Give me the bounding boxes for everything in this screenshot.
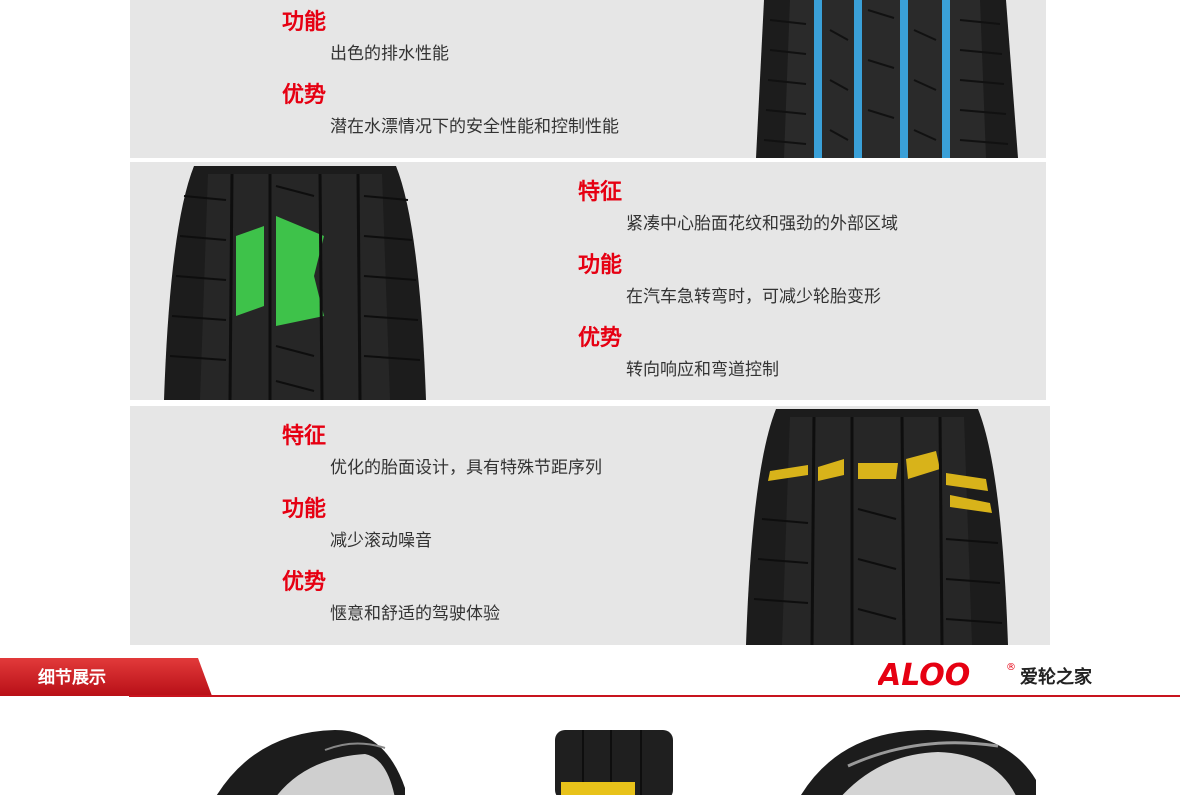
section-text: 减少滚动噪音 — [330, 531, 432, 551]
section-heading: 功能 — [578, 253, 623, 278]
section-text: 转向响应和弯道控制 — [626, 360, 779, 380]
section-text: 在汽车急转弯时，可减少轮胎变形 — [626, 287, 881, 307]
section-heading: 特征 — [578, 180, 623, 205]
tire-thumbnails-row — [0, 700, 1180, 795]
section-text: 出色的排水性能 — [330, 44, 449, 64]
tire-thumbnail — [801, 730, 1036, 795]
section-text: 潜在水漂情况下的安全性能和控制性能 — [330, 117, 619, 137]
feature-panel-drainage: 功能 出色的排水性能 优势 潜在水漂情况下的安全性能和控制性能 — [130, 0, 1046, 158]
logo-text: ALOO — [878, 658, 970, 693]
section-text: 紧凑中心胎面花纹和强劲的外部区域 — [626, 214, 898, 234]
section-text: 优化的胎面设计，具有特殊节距序列 — [330, 458, 602, 478]
banner-tab — [0, 658, 212, 696]
banner-divider — [129, 695, 1180, 697]
section-heading: 优势 — [578, 326, 623, 351]
feature-panel-cornering: 特征 紧凑中心胎面花纹和强劲的外部区域 功能 在汽车急转弯时，可减少轮胎变形 优… — [130, 162, 1046, 400]
logo-chinese-name: 爱轮之家 — [1020, 667, 1092, 688]
tire-tread-green-image — [164, 166, 426, 400]
section-heading: 功能 — [282, 497, 327, 522]
tire-tread-blue-image — [756, 0, 1018, 158]
logo-registered-mark: ® — [1006, 662, 1016, 673]
section-heading: 特征 — [282, 424, 327, 449]
section-heading: 优势 — [282, 83, 327, 108]
section-heading: 优势 — [282, 570, 327, 595]
aloo-logo: ALOO ® — [878, 658, 1016, 693]
tire-tread-yellow-image — [746, 409, 1008, 645]
section-heading: 功能 — [282, 10, 327, 35]
detail-banner: 细节展示 ALOO ® 爱轮之家 — [0, 658, 1180, 698]
banner-title: 细节展示 — [38, 668, 106, 688]
tire-thumbnail — [216, 730, 405, 795]
tire-thumbnail — [555, 730, 673, 795]
section-text: 惬意和舒适的驾驶体验 — [330, 604, 500, 624]
feature-panel-noise: 特征 优化的胎面设计，具有特殊节距序列 功能 减少滚动噪音 优势 惬意和舒适的驾… — [130, 406, 1050, 645]
